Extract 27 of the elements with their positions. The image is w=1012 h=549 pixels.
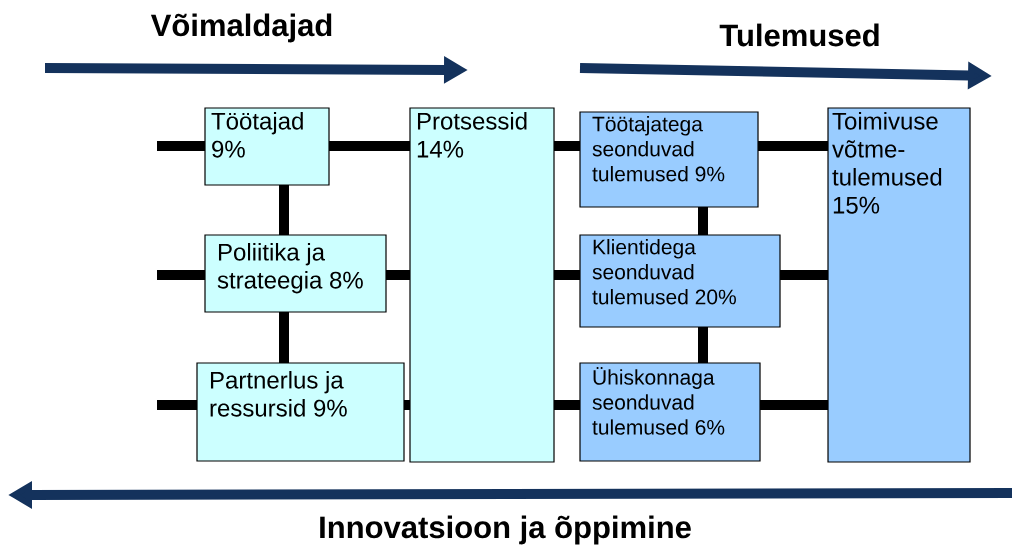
connector-line: [758, 141, 828, 151]
box: Töötajad 9%: [204, 107, 330, 186]
box: Klientidega seonduvad tulemused 20%: [579, 234, 781, 328]
connector-line: [329, 141, 410, 151]
box: Poliitika ja strateegia 8%: [204, 234, 387, 313]
connector-line: [780, 270, 828, 280]
connector-line: [157, 400, 197, 410]
connector-line: [404, 400, 410, 410]
connector-line: [157, 270, 205, 280]
heading: Innovatsioon ja õppimine: [320, 515, 691, 545]
connector-line: [386, 270, 410, 280]
connector-line: [698, 327, 708, 363]
connector-line: [554, 270, 580, 280]
connector-line: [279, 312, 289, 363]
connector-line: [698, 207, 708, 235]
connector-line: [554, 400, 580, 410]
connector-line: [554, 141, 580, 151]
heading: Võimaldajad: [150, 13, 332, 43]
box: Ühiskonnaga seonduvad tulemused 6%: [579, 362, 761, 462]
box: Töötajatega seonduvad tulemused 9%: [579, 111, 759, 208]
box: Toimivuse võtme-tulemused 15%: [827, 107, 971, 463]
connector-line: [279, 185, 289, 235]
box: Partnerlus ja ressursid 9%: [196, 362, 405, 462]
heading: Tulemused: [719, 23, 879, 47]
connector-line: [157, 141, 205, 151]
connector-line: [760, 400, 828, 410]
box: Protsessid 14%: [409, 107, 555, 463]
